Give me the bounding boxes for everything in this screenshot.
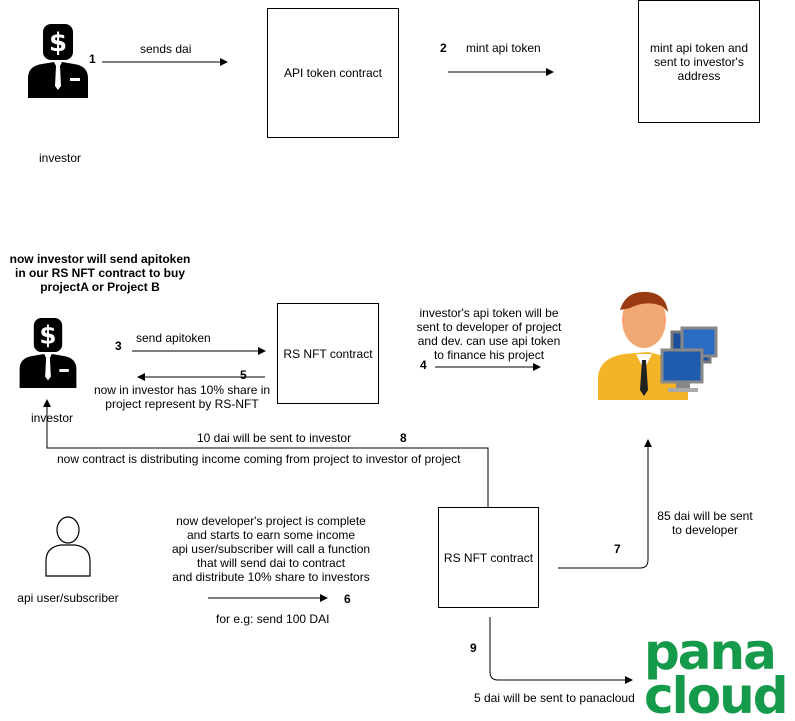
arrow-9 — [489, 617, 633, 684]
step-2-number: 2 — [440, 41, 447, 55]
investor-icon: $ — [19, 318, 77, 388]
step-9-number: 9 — [470, 641, 477, 655]
step-9-label: 5 dai will be sent to panacloud — [474, 691, 635, 705]
step-6-number: 6 — [344, 592, 351, 606]
investor-icon: $ — [28, 24, 88, 98]
logo-line-1: pana — [644, 632, 777, 681]
step-4-label: investor's api token will be sent to dev… — [416, 306, 562, 362]
mint-and-send-label: mint api token and sent to investor's ad… — [649, 40, 749, 83]
arrow-7 — [558, 439, 652, 569]
rs-nft-bottom-label: RS NFT contract — [443, 550, 534, 565]
rs-nft-top-label: RS NFT contract — [283, 346, 373, 361]
investor-mid-label: investor — [30, 411, 74, 425]
rs-nft-contract-top-box: RS NFT contract — [277, 303, 379, 404]
step-5-label: now in investor has 10% share in project… — [93, 383, 271, 411]
api-token-contract-box: API token contract — [267, 8, 399, 138]
api-token-contract-label: API token contract — [283, 66, 383, 80]
rs-nft-contract-bottom-box: RS NFT contract — [438, 507, 539, 608]
step-7-number: 7 — [614, 542, 621, 556]
step-3-label: send apitoken — [136, 331, 211, 345]
section-heading: now investor will send apitoken in our R… — [9, 252, 191, 294]
step-4-number: 4 — [420, 358, 427, 372]
svg-text:$: $ — [49, 28, 67, 58]
developer-computer-icon — [598, 291, 718, 400]
step-6-label: now developer's project is complete and … — [171, 514, 371, 584]
step-8-number: 8 — [400, 431, 407, 445]
step-2-label: mint api token — [466, 41, 541, 55]
step-6-example: for e.g: send 100 DAI — [216, 612, 330, 626]
mint-and-send-box: mint api token and sent to investor's ad… — [638, 0, 760, 123]
user-icon — [45, 516, 91, 577]
step-8-label: 10 dai will be sent to investor — [197, 431, 352, 445]
step-8-sublabel: now contract is distributing income comi… — [57, 452, 461, 466]
user-label: api user/subscriber — [17, 591, 119, 605]
step-5-number: 5 — [240, 368, 247, 382]
svg-text:$: $ — [39, 321, 56, 350]
arrow-8 — [43, 399, 489, 507]
panacloud-logo: pana cloud — [644, 632, 795, 721]
logo-line-2: cloud — [644, 667, 789, 721]
investor-top-label: investor — [38, 151, 82, 165]
step-1-number: 1 — [89, 52, 96, 66]
step-3-number: 3 — [115, 339, 122, 353]
step-1-label: sends dai — [140, 42, 192, 56]
step-7-label: 85 dai will be sent to developer — [657, 509, 753, 537]
